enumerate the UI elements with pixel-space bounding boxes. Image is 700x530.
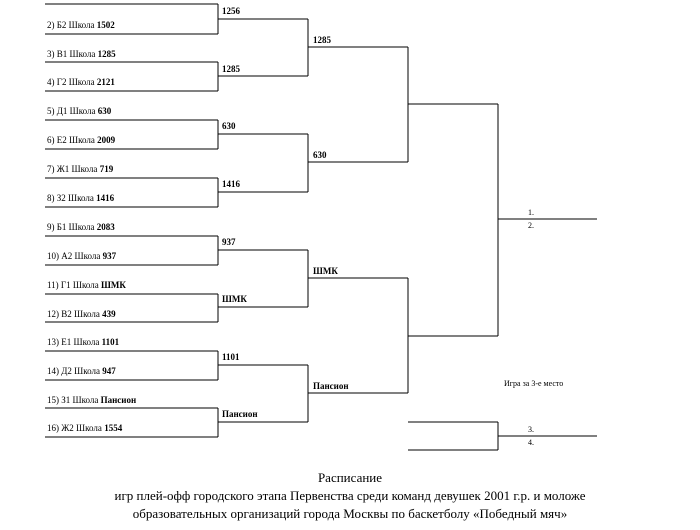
- team-entry: 9) Б1 Школа 2083: [47, 222, 115, 233]
- team-entry: 7) Ж1 Школа 719: [47, 164, 113, 175]
- round1-winner-1: 1256: [222, 6, 240, 16]
- team-prefix: 9) Б1 Школа: [47, 222, 95, 232]
- team-entry: 2) Б2 Школа 1502: [47, 20, 115, 31]
- team-name: 2009: [97, 135, 116, 145]
- third-place-label: Игра за 3-е место: [504, 379, 564, 388]
- round1-winner-7: 1101: [222, 352, 240, 362]
- team-prefix: 4) Г2 Школа: [47, 77, 95, 87]
- round2-winner-2: 630: [313, 150, 327, 160]
- team-name: 1101: [101, 337, 120, 347]
- round1-winner-8: Пансион: [222, 409, 258, 419]
- team-prefix: 7) Ж1 Школа: [47, 164, 98, 174]
- team-name: 439: [102, 309, 116, 319]
- caption-line-3: образовательных организаций города Москв…: [132, 506, 568, 521]
- team-prefix: 11) Г1 Школа: [47, 280, 99, 290]
- team-entry: 12) В2 Школа 439: [47, 309, 116, 320]
- team-name: 630: [97, 106, 112, 116]
- round1-winner-3: 630: [222, 121, 236, 131]
- round2-winner-4: Пансион: [313, 381, 349, 391]
- team-prefix: 3) В1 Школа: [47, 49, 96, 59]
- final-place-2: 2.: [528, 221, 534, 230]
- third-place-4: 4.: [528, 438, 534, 447]
- team-entry: 13) Е1 Школа 1101: [47, 337, 119, 348]
- round1-winner-6: ШМК: [222, 294, 247, 304]
- team-name: 1554: [104, 423, 123, 433]
- team-name: ШМК: [100, 280, 126, 290]
- team-name: Пансион: [100, 395, 137, 405]
- team-name: 719: [99, 164, 114, 174]
- team-prefix: 2) Б2 Школа: [47, 20, 95, 30]
- round1-winner-2: 1285: [222, 64, 240, 74]
- caption-line-2: игр плей-офф городского этапа Первенства…: [114, 488, 586, 503]
- team-name: 2083: [96, 222, 115, 232]
- team-prefix: 12) В2 Школа: [47, 309, 100, 319]
- team-entry: 11) Г1 Школа ШМК: [47, 280, 126, 291]
- team-entry: 10) А2 Школа 937: [47, 251, 116, 262]
- team-name: 1285: [97, 49, 116, 59]
- caption-title: Расписание: [317, 470, 383, 485]
- team-prefix: 5) Д1 Школа: [47, 106, 96, 116]
- round2-winner-1: 1285: [313, 35, 331, 45]
- team-entry: 5) Д1 Школа 630: [47, 106, 111, 117]
- team-prefix: 10) А2 Школа: [47, 251, 101, 261]
- final-place-1: 1.: [528, 208, 534, 217]
- team-prefix: 14) Д2 Школа: [47, 366, 100, 376]
- round1-winner-4: 1416: [222, 179, 240, 189]
- team-prefix: 13) Е1 Школа: [47, 337, 100, 347]
- team-entry: 15) З1 Школа Пансион: [47, 395, 136, 406]
- team-prefix: 15) З1 Школа: [47, 395, 99, 405]
- team-name: 2121: [96, 77, 115, 87]
- team-entry: 16) Ж2 Школа 1554: [47, 423, 122, 434]
- round1-winner-5: 937: [222, 237, 236, 247]
- team-prefix: 16) Ж2 Школа: [47, 423, 102, 433]
- team-prefix: 8) З2 Школа: [47, 193, 94, 203]
- team-entry: 8) З2 Школа 1416: [47, 193, 114, 204]
- third-place-3: 3.: [528, 425, 534, 434]
- round2-winner-3: ШМК: [313, 266, 338, 276]
- team-name: 1416: [96, 193, 115, 203]
- team-name: 937: [102, 251, 117, 261]
- team-name: 1502: [96, 20, 115, 30]
- team-entry: 6) Е2 Школа 2009: [47, 135, 115, 146]
- team-entry: 3) В1 Школа 1285: [47, 49, 116, 60]
- team-entry: 4) Г2 Школа 2121: [47, 77, 115, 88]
- team-prefix: 6) Е2 Школа: [47, 135, 95, 145]
- team-entry: 14) Д2 Школа 947: [47, 366, 116, 377]
- team-name: 947: [102, 366, 116, 376]
